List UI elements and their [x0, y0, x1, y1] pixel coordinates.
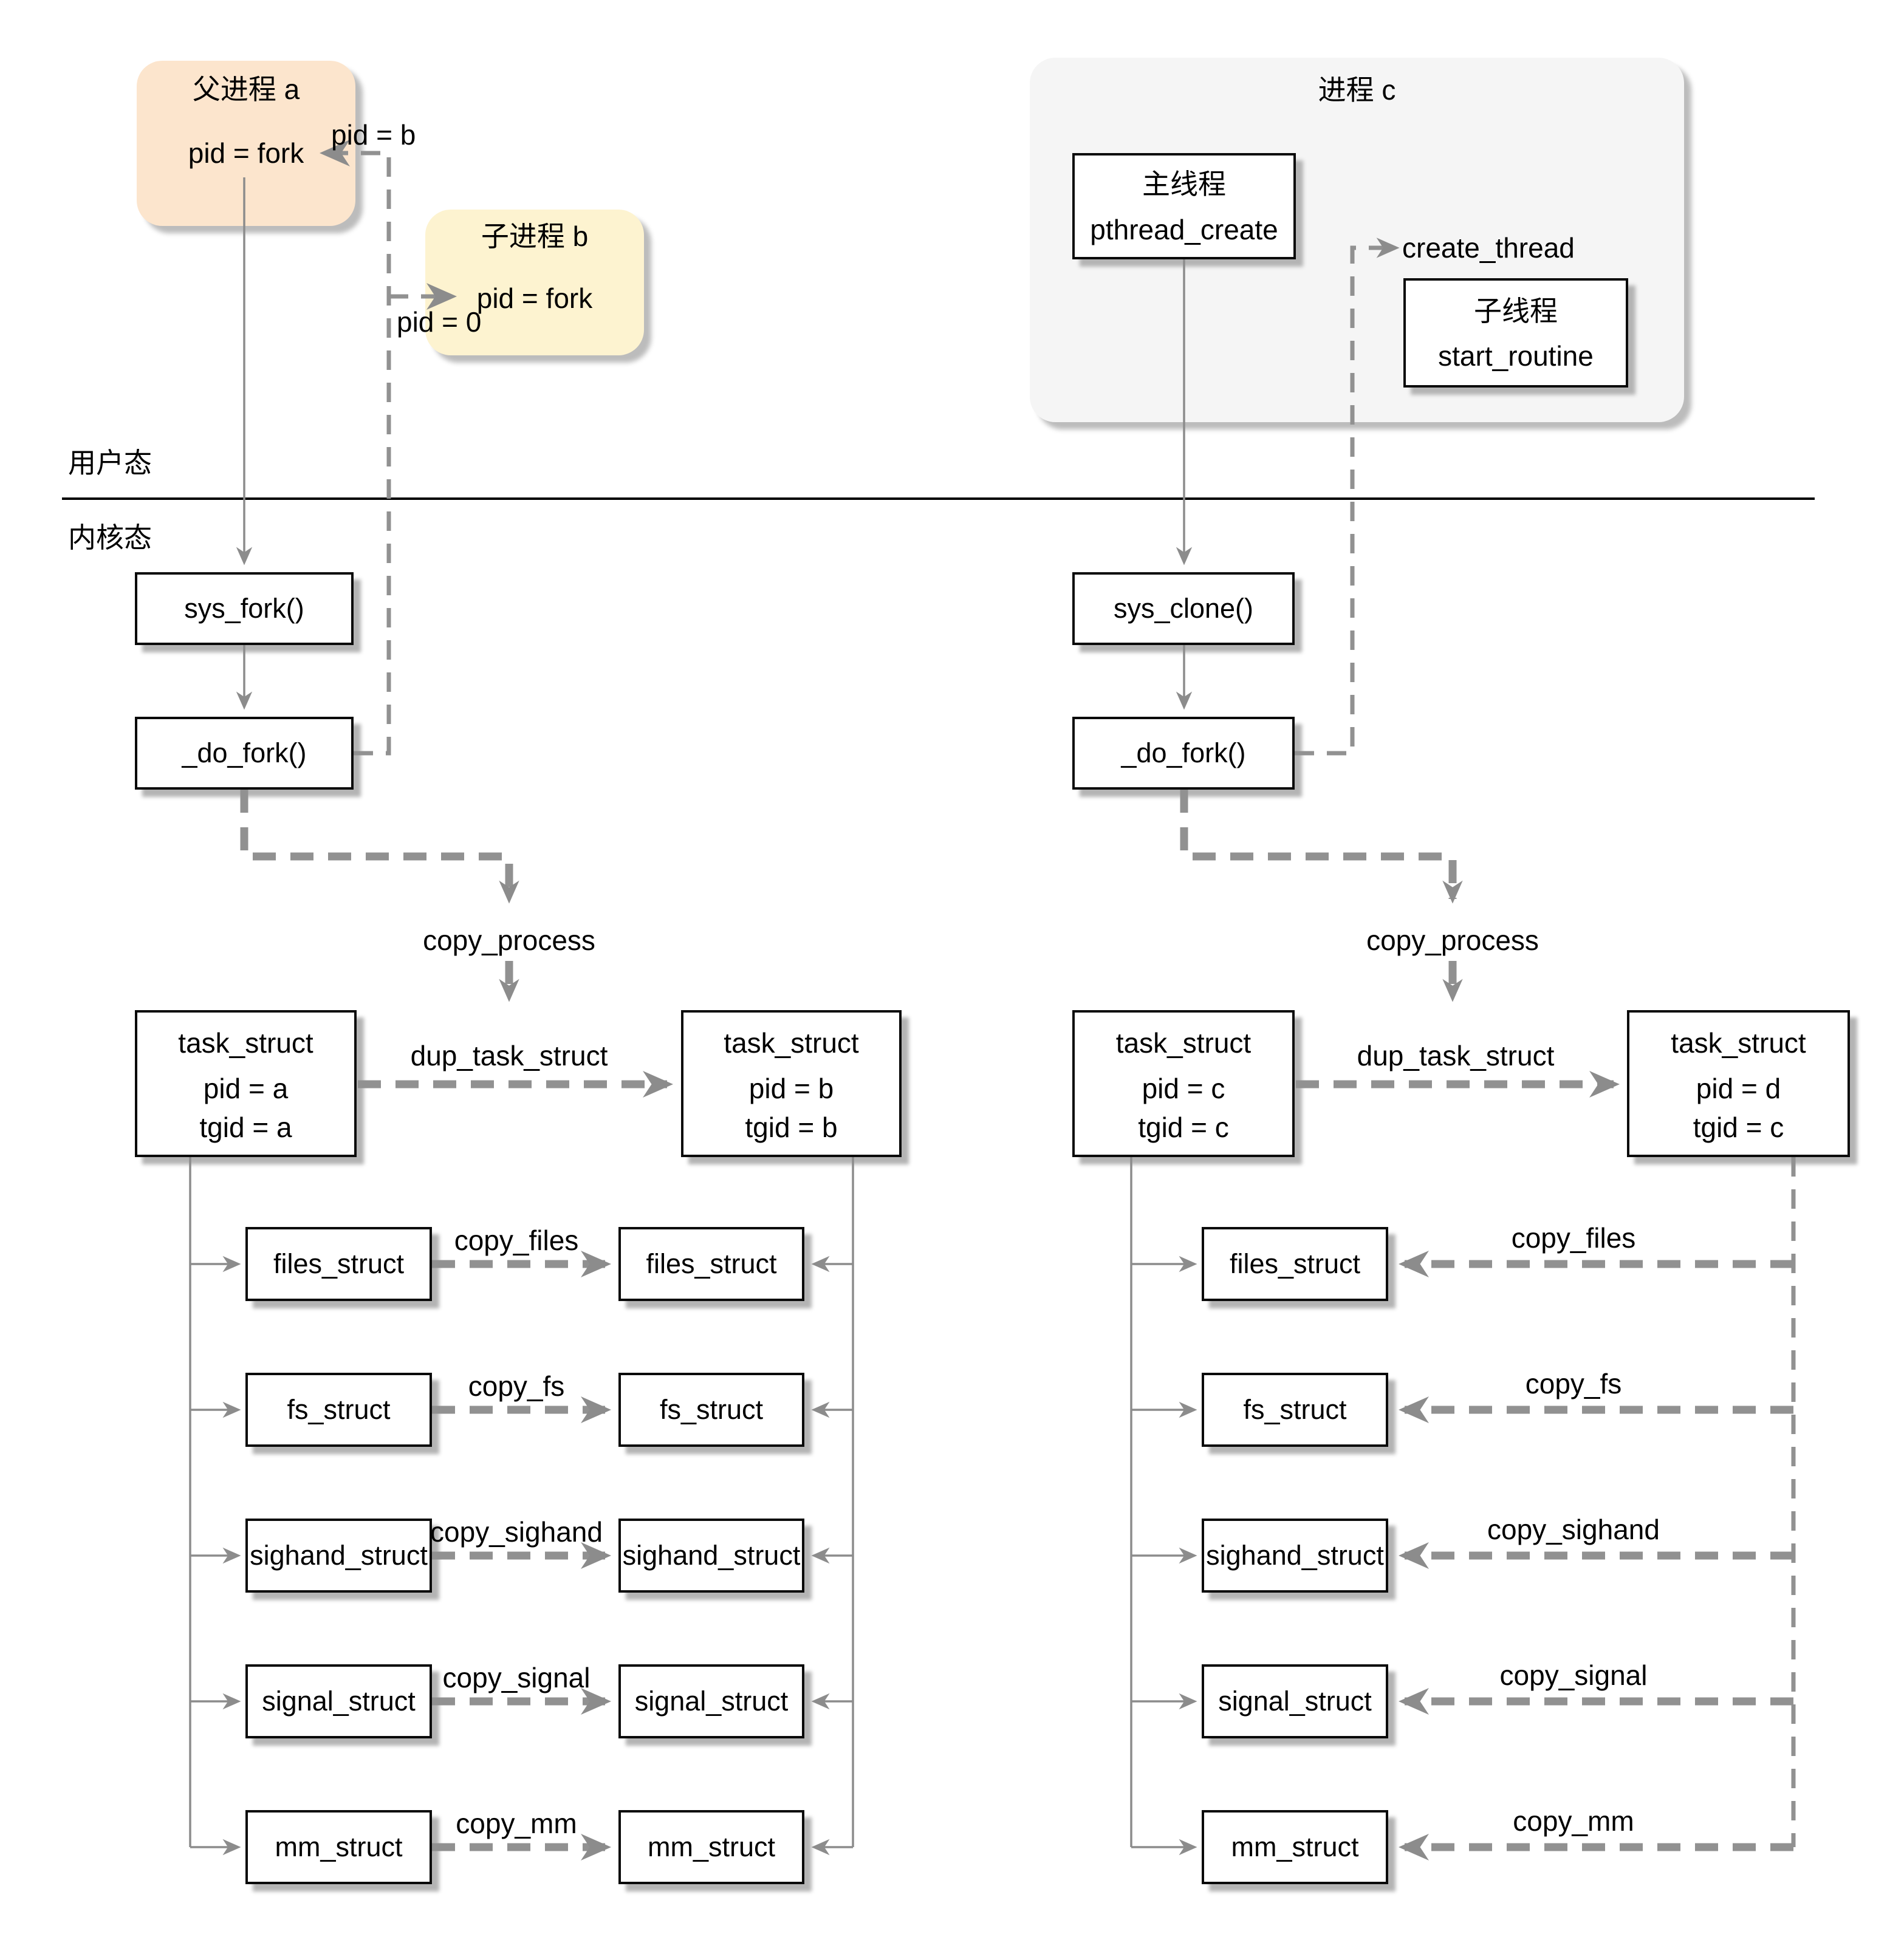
task-d-pid: pid = d — [1696, 1073, 1781, 1104]
task-a-pid: pid = a — [203, 1073, 289, 1104]
fork-child-mm-struct: mm_struct — [618, 1810, 804, 1884]
dup-task-struct-left-label: dup_task_struct — [410, 1040, 608, 1071]
task-d-tgid: tgid = c — [1693, 1112, 1784, 1143]
struct-label: sighand_struct — [622, 1540, 801, 1571]
child-process-pid-text: pid = fork — [476, 282, 593, 314]
copy-mm-right-label: copy_mm — [1513, 1805, 1634, 1837]
sys-fork-label: sys_fork() — [184, 593, 304, 624]
copy-sighand-right-label: copy_sighand — [1487, 1514, 1660, 1545]
struct-label: fs_struct — [659, 1394, 764, 1425]
fork-parent-files-struct: files_struct — [245, 1227, 432, 1301]
do-fork-left-box: _do_fork() — [135, 717, 354, 790]
struct-label: mm_struct — [1231, 1831, 1359, 1862]
kernel-space-label: 内核态 — [68, 522, 152, 553]
struct-label: sighand_struct — [250, 1540, 428, 1571]
copy-fs-left-label: copy_fs — [468, 1370, 565, 1402]
fork-child-fs-struct: fs_struct — [618, 1373, 804, 1447]
struct-label: files_struct — [1229, 1248, 1361, 1279]
pid-0-return-label: pid = 0 — [397, 306, 482, 338]
user-space-label: 用户态 — [68, 447, 152, 479]
copy-mm-left-label: copy_mm — [456, 1808, 577, 1839]
main-thread-box: 主线程 pthread_create — [1072, 153, 1296, 259]
fork-parent-sighand-struct: sighand_struct — [245, 1519, 432, 1593]
do-fork-right-label: _do_fork() — [1121, 737, 1246, 768]
copy-fs-right-label: copy_fs — [1525, 1368, 1622, 1399]
struct-label: mm_struct — [275, 1831, 403, 1862]
fork-child-sighand-struct: sighand_struct — [618, 1519, 804, 1593]
do-fork-right-box: _do_fork() — [1072, 717, 1295, 790]
fork-parent-signal-struct: signal_struct — [245, 1664, 432, 1738]
sys-clone-label: sys_clone() — [1113, 593, 1254, 624]
task-b-pid: pid = b — [748, 1073, 834, 1104]
task-struct-child-b: task_struct pid = b tgid = b — [681, 1010, 902, 1157]
fork-child-files-struct: files_struct — [618, 1227, 804, 1301]
child-process-b-box: 子进程 b pid = fork — [425, 210, 644, 355]
sys-clone-box: sys_clone() — [1072, 572, 1295, 645]
struct-label: sighand_struct — [1206, 1540, 1384, 1571]
struct-label: fs_struct — [287, 1394, 391, 1425]
pid-b-return-label: pid = b — [331, 119, 416, 151]
parent-process-pid-text: pid = fork — [188, 137, 304, 169]
fork-child-signal-struct: signal_struct — [618, 1664, 804, 1738]
dup-task-struct-right-label: dup_task_struct — [1357, 1040, 1555, 1071]
clone-shared-files-struct: files_struct — [1202, 1227, 1388, 1301]
struct-label: signal_struct — [634, 1686, 789, 1717]
parent-process-title: 父进程 a — [192, 73, 300, 105]
fork-parent-mm-struct: mm_struct — [245, 1810, 432, 1884]
struct-label: files_struct — [646, 1248, 777, 1279]
fork-parent-fs-struct: fs_struct — [245, 1373, 432, 1447]
copy-files-left-label: copy_files — [454, 1225, 579, 1256]
copy-process-right-label: copy_process — [1366, 924, 1539, 956]
copy-signal-right-label: copy_signal — [1499, 1659, 1648, 1691]
task-struct-new-d: task_struct pid = d tgid = c — [1627, 1010, 1850, 1157]
task-b-tgid: tgid = b — [745, 1112, 838, 1143]
copy-files-right-label: copy_files — [1511, 1222, 1636, 1254]
clone-shared-fs-struct: fs_struct — [1202, 1373, 1388, 1447]
copy-process-left-label: copy_process — [423, 924, 595, 956]
clone-shared-mm-struct: mm_struct — [1202, 1810, 1388, 1884]
process-c-title: 进程 c — [1318, 74, 1396, 106]
sub-thread-title: 子线程 — [1474, 295, 1558, 327]
sys-fork-box: sys_fork() — [135, 572, 354, 645]
copy-signal-left-label: copy_signal — [442, 1662, 591, 1693]
task-c-pid: pid = c — [1142, 1073, 1225, 1104]
task-struct-main-c: task_struct pid = c tgid = c — [1072, 1010, 1295, 1157]
create-thread-label: create_thread — [1402, 232, 1575, 264]
task-a-tgid: tgid = a — [199, 1112, 292, 1143]
struct-label: files_struct — [273, 1248, 405, 1279]
task-c-tgid: tgid = c — [1138, 1112, 1229, 1143]
clone-shared-signal-struct: signal_struct — [1202, 1664, 1388, 1738]
struct-label: mm_struct — [647, 1831, 775, 1862]
main-thread-title: 主线程 — [1142, 168, 1226, 200]
task-b-title: task_struct — [724, 1027, 859, 1059]
main-thread-call: pthread_create — [1090, 214, 1278, 245]
task-struct-parent-a: task_struct pid = a tgid = a — [135, 1010, 357, 1157]
parent-process-a-box: 父进程 a pid = fork — [137, 61, 355, 226]
struct-label: fs_struct — [1243, 1394, 1347, 1425]
struct-label: signal_struct — [262, 1686, 416, 1717]
copy-sighand-left-label: copy_sighand — [430, 1516, 603, 1548]
task-c-title: task_struct — [1115, 1027, 1252, 1059]
do-fork-left-label: _do_fork() — [182, 737, 307, 768]
task-d-title: task_struct — [1671, 1027, 1806, 1059]
sub-thread-routine: start_routine — [1438, 340, 1594, 372]
sub-thread-box: 子线程 start_routine — [1403, 278, 1628, 388]
child-process-title: 子进程 b — [481, 220, 589, 252]
clone-shared-sighand-struct: sighand_struct — [1202, 1519, 1388, 1593]
task-a-title: task_struct — [178, 1027, 313, 1059]
struct-label: signal_struct — [1218, 1686, 1372, 1717]
